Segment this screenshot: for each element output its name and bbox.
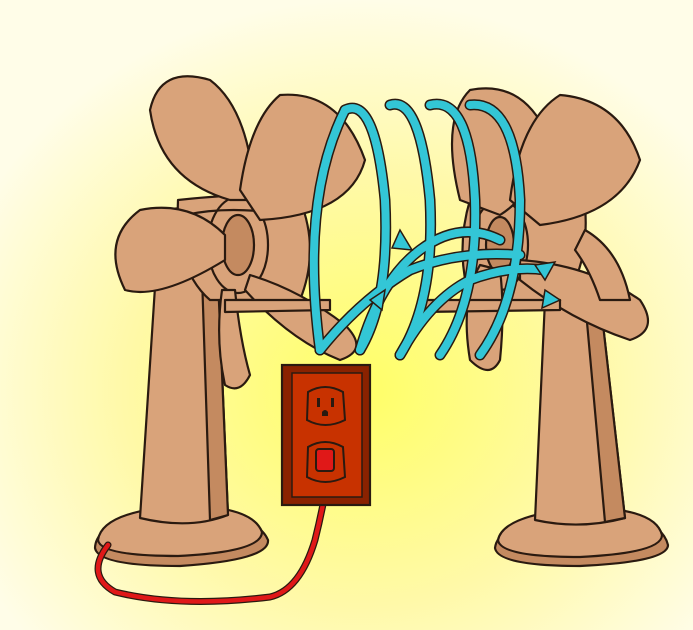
outlet-socket-top — [307, 387, 345, 425]
wall-outlet — [282, 365, 370, 505]
outlet-socket-bottom-plug — [307, 442, 345, 482]
